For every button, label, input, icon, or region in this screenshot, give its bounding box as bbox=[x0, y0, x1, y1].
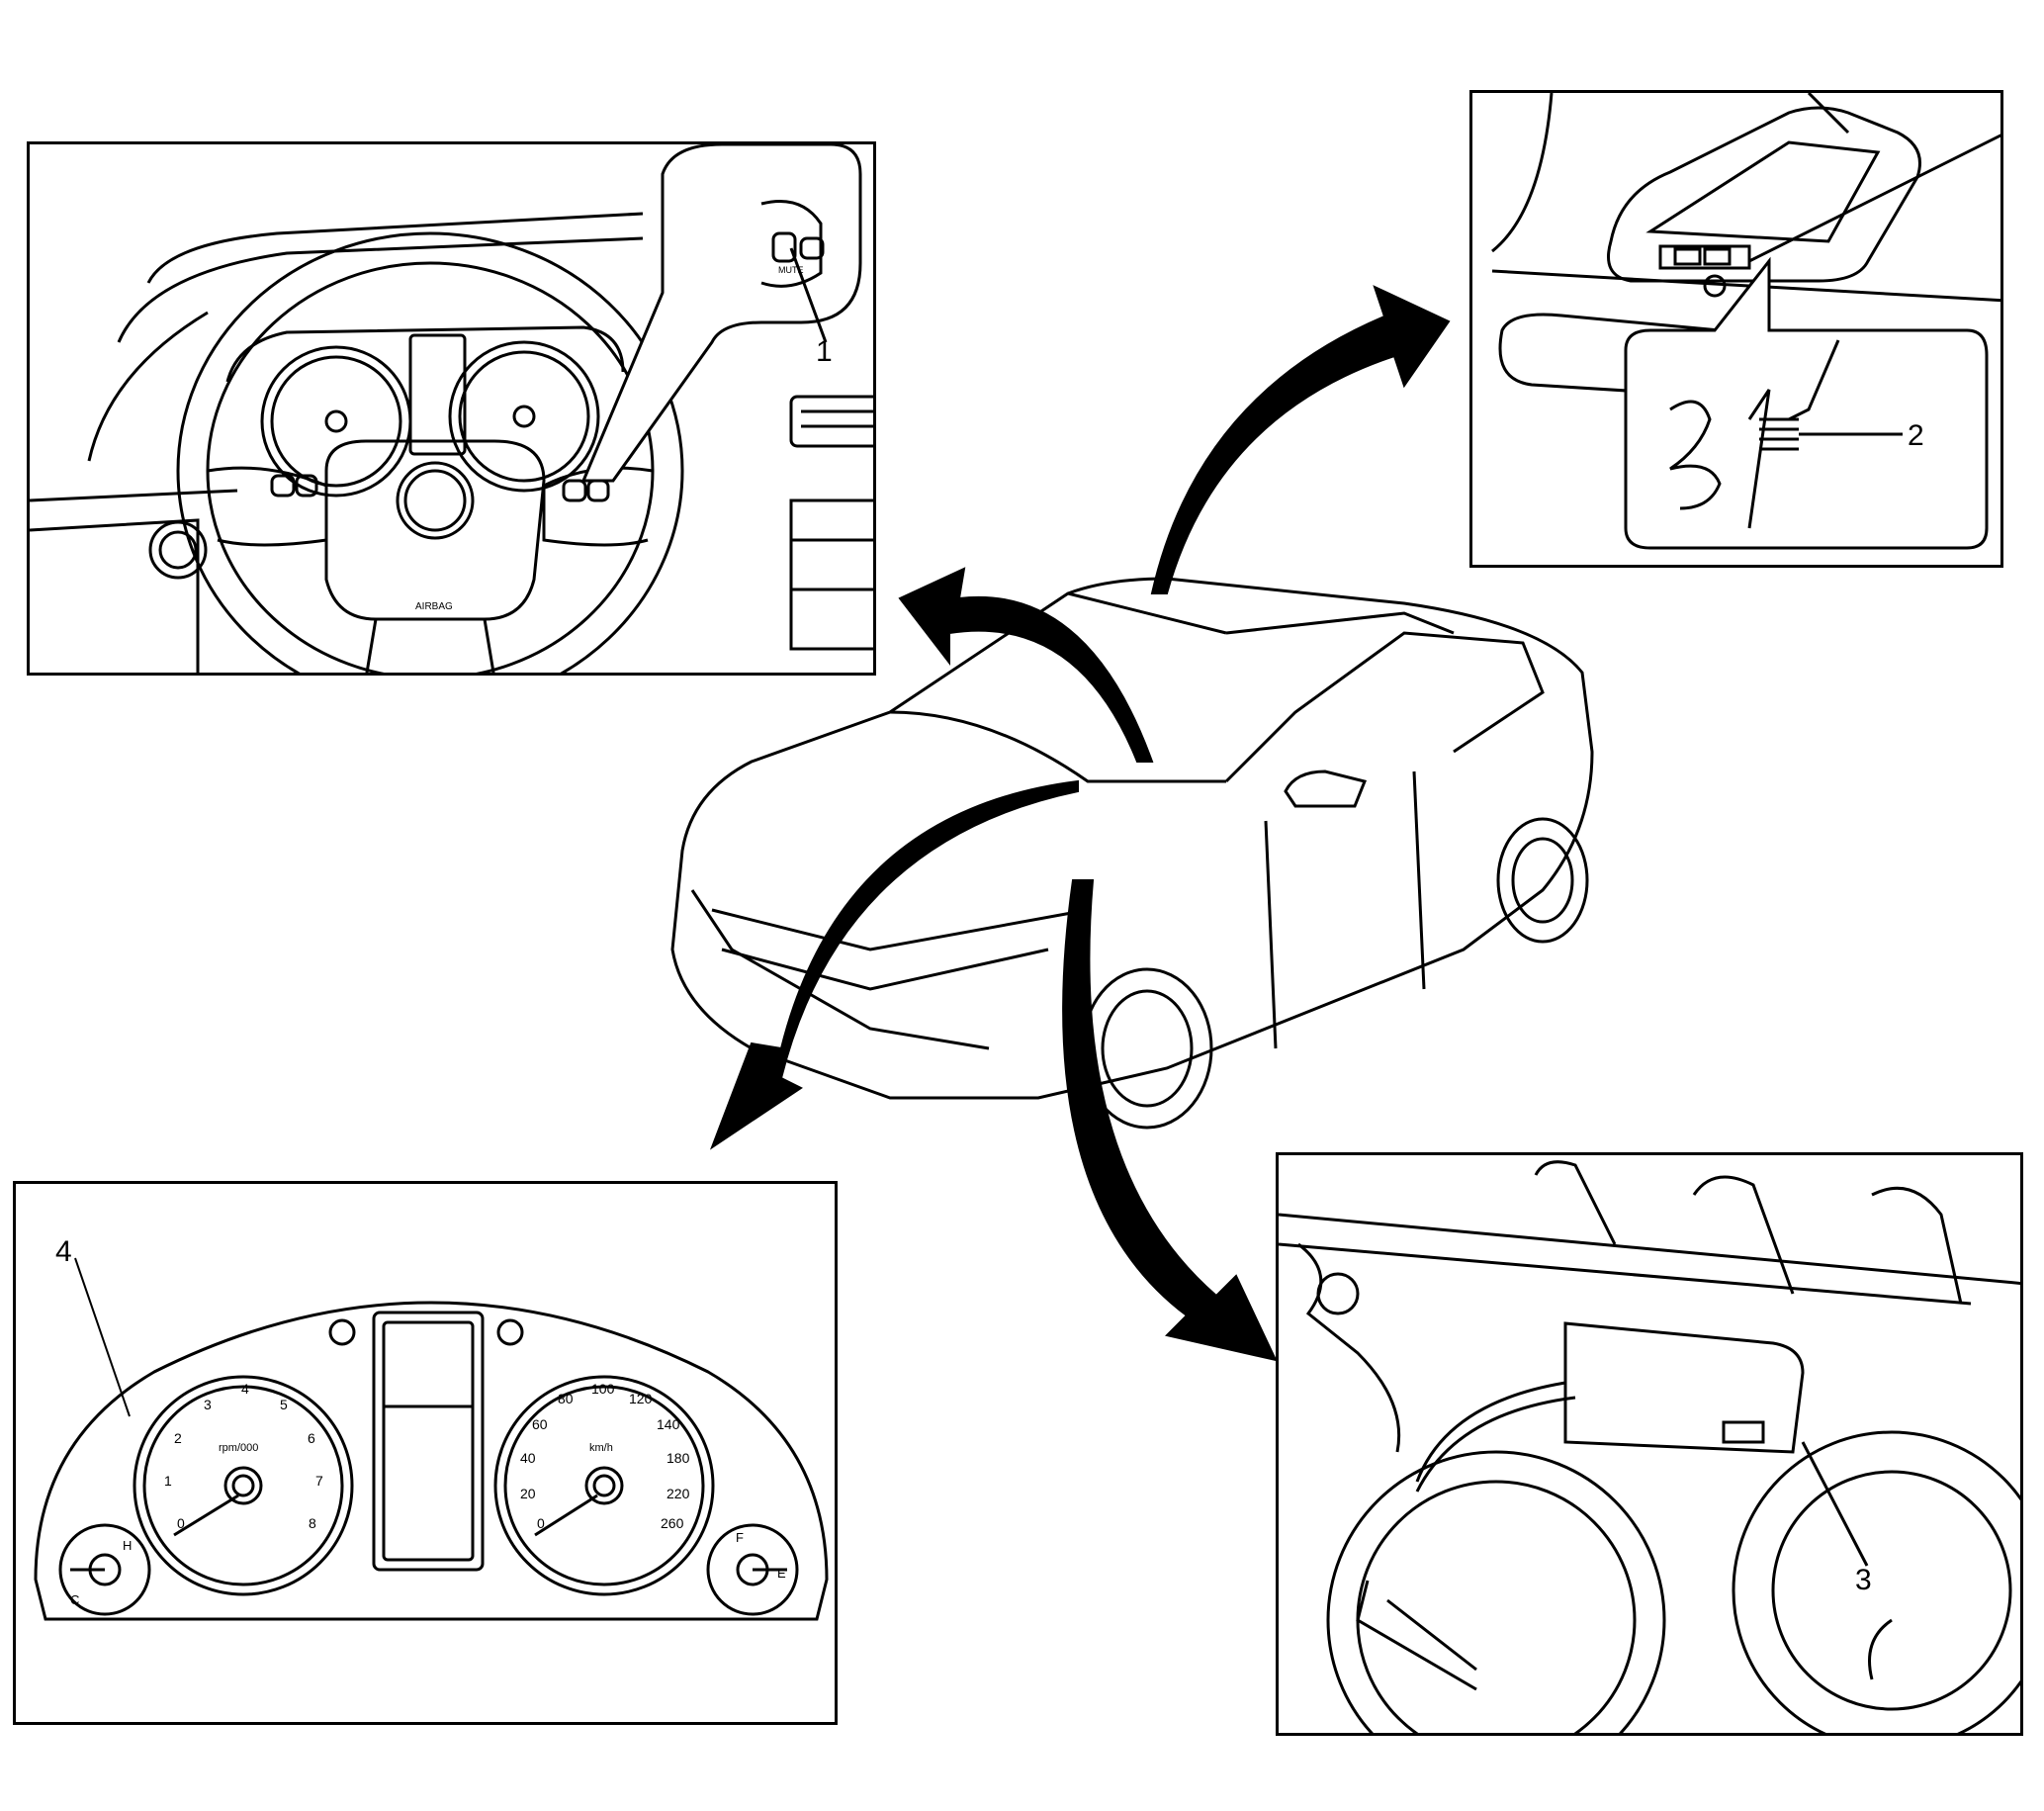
fuel-empty-label: E bbox=[777, 1566, 786, 1581]
switch-label: MUTE bbox=[778, 265, 804, 275]
pointer-arrows bbox=[709, 285, 1451, 1362]
arrow-to-module-panel bbox=[1062, 879, 1278, 1362]
temp-low-label: C bbox=[70, 1592, 79, 1607]
tach-tick: 0 bbox=[177, 1515, 185, 1531]
fuel-full-label: F bbox=[736, 1530, 744, 1545]
tach-tick: 4 bbox=[241, 1381, 249, 1397]
speed-tick: 100 bbox=[591, 1381, 615, 1397]
arrow-to-cluster-panel bbox=[709, 779, 1079, 1150]
tach-tick: 5 bbox=[280, 1397, 288, 1412]
speed-tick: 180 bbox=[667, 1450, 690, 1466]
callout-2: 2 bbox=[1908, 419, 1924, 452]
tach-tick: 2 bbox=[174, 1430, 182, 1446]
tach-unit: rpm/000 bbox=[219, 1442, 258, 1454]
tach-tick: 1 bbox=[164, 1473, 172, 1489]
tach-tick: 8 bbox=[309, 1515, 316, 1531]
module-location-panel: 3 bbox=[1276, 1152, 2023, 1736]
tach-tick: 3 bbox=[204, 1397, 212, 1412]
overhead-console-panel: 2 bbox=[1469, 90, 2003, 568]
speed-tick: 120 bbox=[629, 1391, 653, 1406]
speed-tick: 0 bbox=[537, 1515, 545, 1531]
speed-tick: 60 bbox=[532, 1416, 548, 1432]
arrow-to-steering-panel bbox=[898, 567, 1154, 763]
overhead-console-drawing bbox=[1491, 93, 2000, 550]
temp-high-label: H bbox=[123, 1538, 132, 1553]
tach-tick: 6 bbox=[308, 1430, 315, 1446]
tach-tick: 7 bbox=[315, 1473, 323, 1489]
arrow-to-overhead-panel bbox=[1150, 285, 1451, 594]
speed-tick: 260 bbox=[661, 1515, 684, 1531]
callout-4: 4 bbox=[55, 1235, 72, 1268]
speed-tick: 20 bbox=[520, 1486, 536, 1501]
speed-tick: 140 bbox=[657, 1416, 680, 1432]
airbag-label: AIRBAG bbox=[415, 601, 453, 612]
instrument-cluster-panel: rpm/000 0 1 2 3 4 5 6 7 8 km/h 0 20 40 6… bbox=[13, 1181, 838, 1725]
speed-tick: 40 bbox=[520, 1450, 536, 1466]
instrument-cluster-drawing: rpm/000 0 1 2 3 4 5 6 7 8 km/h 0 20 40 6… bbox=[34, 1257, 829, 1621]
speed-unit: km/h bbox=[589, 1442, 613, 1454]
module-location-drawing bbox=[1279, 1160, 2020, 1733]
speed-tick: 220 bbox=[667, 1486, 690, 1501]
callout-1: 1 bbox=[816, 335, 833, 368]
sedan-drawing bbox=[670, 577, 1594, 1130]
steering-wheel-panel: MUTE AIRBAG 1 bbox=[27, 141, 876, 676]
steering-wheel-drawing: MUTE AIRBAG bbox=[30, 144, 873, 673]
speed-tick: 80 bbox=[558, 1391, 574, 1406]
callout-3: 3 bbox=[1855, 1564, 1872, 1596]
